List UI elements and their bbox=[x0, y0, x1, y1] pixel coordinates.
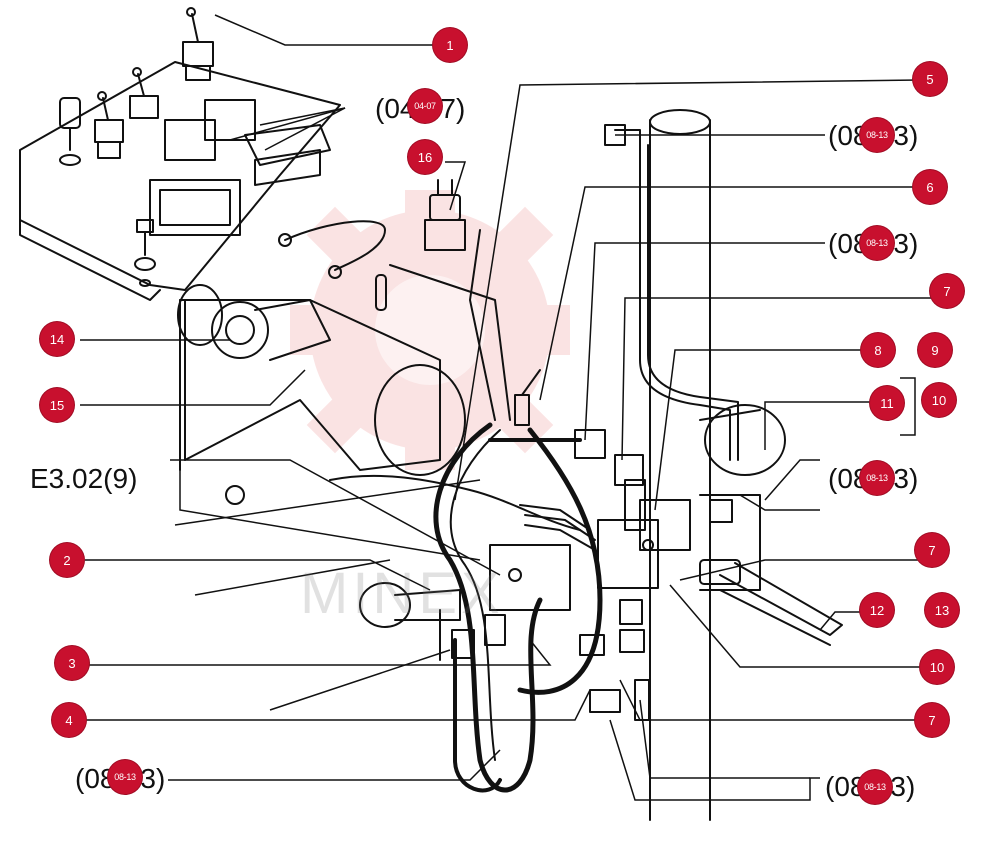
callout-14[interactable]: 14 bbox=[40, 322, 74, 356]
callout-10-bottom[interactable]: 10 bbox=[920, 650, 954, 684]
mounting-bracket bbox=[179, 299, 441, 471]
toggle-switch-3 bbox=[94, 91, 124, 159]
callout-ref-0407[interactable]: 04-07 bbox=[408, 89, 442, 123]
connector-plug bbox=[424, 179, 466, 251]
fitting-a bbox=[574, 429, 606, 459]
callout-13[interactable]: 13 bbox=[925, 593, 959, 627]
callout-ref-0813-e[interactable]: 08-13 bbox=[858, 770, 892, 804]
callout-16[interactable]: 16 bbox=[408, 140, 442, 174]
callout-7-mid[interactable]: 7 bbox=[915, 533, 949, 567]
lever bbox=[719, 562, 843, 636]
bracket-right bbox=[699, 494, 761, 591]
hose-b bbox=[517, 427, 603, 695]
callout-5[interactable]: 5 bbox=[913, 62, 947, 96]
callout-1[interactable]: 1 bbox=[433, 28, 467, 62]
panel-screw bbox=[134, 219, 156, 287]
toggle-switch-1 bbox=[182, 7, 214, 81]
callout-4[interactable]: 4 bbox=[52, 703, 86, 737]
callout-12[interactable]: 12 bbox=[860, 593, 894, 627]
leader-lines bbox=[80, 14, 940, 801]
callout-10-top[interactable]: 10 bbox=[922, 383, 956, 417]
callout-15[interactable]: 15 bbox=[40, 388, 74, 422]
callout-8[interactable]: 8 bbox=[861, 333, 895, 367]
callout-3[interactable]: 3 bbox=[55, 646, 89, 680]
pipe-upper bbox=[639, 144, 731, 461]
valve-block-left bbox=[489, 544, 571, 611]
indicator-lamp bbox=[59, 97, 81, 166]
pin bbox=[375, 274, 387, 311]
ref-label-e302: E3.02(9) bbox=[30, 463, 138, 494]
callout-ref-0813-c[interactable]: 08-13 bbox=[860, 461, 894, 495]
control-panel-plate bbox=[19, 61, 341, 291]
callout-6[interactable]: 6 bbox=[913, 170, 947, 204]
gear-watermark-inner bbox=[375, 275, 485, 385]
toggle-switch-2 bbox=[129, 67, 159, 119]
callout-ref-0813-b[interactable]: 08-13 bbox=[860, 226, 894, 260]
cable-a bbox=[389, 264, 511, 421]
hose-a bbox=[433, 422, 543, 793]
valve-block-right bbox=[597, 519, 659, 589]
cable-b bbox=[469, 229, 496, 421]
callout-7-top[interactable]: 7 bbox=[930, 274, 964, 308]
callout-9[interactable]: 9 bbox=[918, 333, 952, 367]
callout-11[interactable]: 11 bbox=[870, 386, 904, 420]
ground-strap bbox=[284, 220, 386, 271]
rocker-switch-3 bbox=[149, 179, 241, 236]
callout-2[interactable]: 2 bbox=[50, 543, 84, 577]
callout-7-bottom[interactable]: 7 bbox=[915, 703, 949, 737]
cylinder bbox=[359, 582, 411, 628]
callout-ref-0813-d[interactable]: 08-13 bbox=[108, 760, 142, 794]
callout-ref-0813-a[interactable]: 08-13 bbox=[860, 118, 894, 152]
fitting-b bbox=[614, 454, 644, 486]
watermark-text: MINEX bbox=[300, 561, 504, 626]
